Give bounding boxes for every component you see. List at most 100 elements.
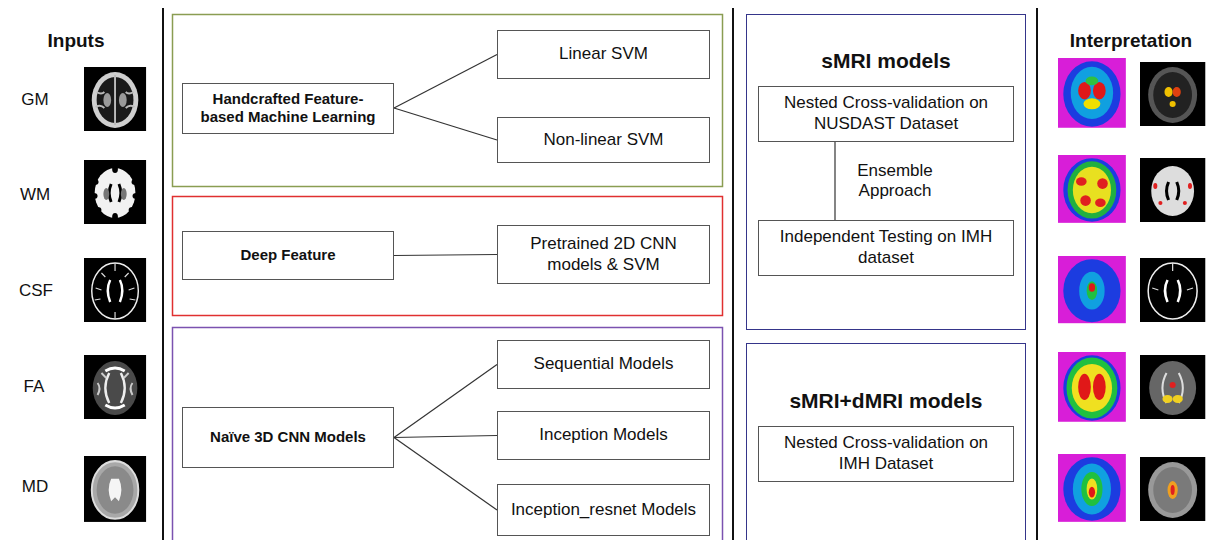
box-text: Non-linear SVM (544, 130, 664, 151)
overlay-image-part-part (1153, 183, 1157, 189)
csf-image-part (92, 263, 139, 319)
heatmap-image-part (1093, 374, 1106, 400)
heatmap-image-part (1079, 272, 1104, 310)
validation-box: Nested Cross-validation on NUSDAST Datas… (758, 86, 1014, 142)
modality-label: CSF (19, 281, 53, 301)
overlay-image-part-part (1158, 201, 1162, 205)
overlay-image-part (1153, 467, 1192, 513)
csf-image (84, 258, 146, 322)
method-box: Naïve 3D CNN Models (182, 407, 394, 468)
box-text: Sequential Models (534, 354, 674, 375)
group-panel-part (173, 15, 723, 187)
overlay-image-part (1140, 457, 1205, 521)
overlay-image-part (1165, 280, 1180, 302)
heatmap-image-part-part (1080, 195, 1091, 206)
overlay-image-part (1148, 462, 1197, 518)
validation-box: Independent Testing on IMH dataset (758, 220, 1014, 276)
wm-image-part-part (133, 193, 141, 199)
wm-image-part-part (129, 207, 137, 213)
overlay-image-part (1173, 87, 1181, 97)
md-image (84, 456, 146, 522)
heatmap-image-part (1058, 454, 1126, 522)
csf-image-part (108, 280, 123, 302)
gm-image-part (92, 72, 139, 128)
fa-image-part (105, 368, 124, 408)
method-box: Handcrafted Feature-based Machine Learni… (182, 83, 394, 134)
overlay-image-part (1162, 395, 1172, 403)
wm-image-part-part (90, 193, 98, 199)
heatmap-image-part (1063, 158, 1120, 222)
panel-title: sMRI models (747, 48, 1025, 74)
overlay-image-part (1148, 67, 1197, 123)
md-image-part (109, 479, 122, 502)
wm-image-part-part (91, 179, 99, 185)
heatmap-image (1058, 155, 1126, 223)
connector-line (394, 55, 497, 109)
box-text: Nested Cross-validation on NUSDAST Datas… (767, 93, 1005, 134)
md-image-part (92, 461, 139, 519)
csf-image-part (95, 263, 136, 319)
connector-line (394, 365, 497, 438)
overlay-image-part (1173, 395, 1183, 403)
model-box: Pretrained 2D CNN models & SVM (497, 225, 710, 284)
wm-image-part-part (112, 165, 118, 173)
heatmap-image-part-part (1095, 198, 1106, 206)
connector-line (394, 255, 497, 256)
edge-label: Ensemble Approach (845, 161, 945, 202)
model-box: Inception_resnet Models (497, 484, 710, 536)
md-image-part (97, 466, 134, 513)
heatmap-image-part (1066, 357, 1117, 418)
heatmap-image (1058, 58, 1126, 128)
model-box: Linear SVM (497, 30, 710, 79)
column-divider-part (162, 8, 164, 540)
overlay-image-part (1171, 485, 1175, 495)
gm-image-part (119, 93, 127, 107)
method-box: Deep Feature (182, 231, 394, 280)
heatmap-image (1058, 352, 1126, 422)
md-image-part (92, 461, 139, 519)
overlay-image-part (1168, 481, 1178, 499)
modality-label: MD (22, 477, 48, 497)
overlay-image-part (1162, 373, 1182, 403)
heatmap-image-part (1063, 259, 1120, 322)
heatmap-image-part (1058, 256, 1126, 323)
overlay-image-part (1140, 258, 1205, 322)
heatmap-image-part (1073, 464, 1111, 515)
wm-image (84, 160, 146, 224)
heatmap-image-part (1071, 67, 1113, 119)
box-text: Nested Cross-validation on IMH Dataset (767, 433, 1005, 474)
fa-image-part (93, 361, 138, 415)
heatmap-image-part (1058, 352, 1126, 422)
panel-title: sMRI+dMRI models (747, 388, 1025, 414)
box-text: Linear SVM (559, 44, 648, 65)
overlay-image-part (1170, 382, 1176, 388)
gm-image-part (103, 93, 111, 107)
box-text: Handcrafted Feature-based Machine Learni… (191, 90, 385, 127)
group-panel (173, 15, 723, 540)
overlay-image-part-part (1183, 201, 1187, 205)
wm-image-part (90, 165, 140, 221)
model-box: Sequential Models (497, 340, 710, 389)
heatmap-image-part (1076, 177, 1108, 207)
overlay-image (1140, 258, 1205, 322)
modality-label: GM (21, 90, 48, 110)
md-image-part (84, 456, 146, 522)
column-divider-part (732, 8, 734, 540)
heatmap-image-part (1081, 472, 1102, 506)
overlay-image (1140, 457, 1205, 521)
heatmap-image-part (1063, 61, 1120, 126)
overlay-image (1140, 62, 1205, 126)
heatmap-image-part (1063, 457, 1120, 521)
overlay-image-part (1153, 72, 1192, 118)
overlay-image-part (1140, 355, 1205, 419)
box-text: Inception_resnet Models (511, 500, 696, 521)
modality-label: WM (20, 185, 50, 205)
heatmap-image-part (1063, 355, 1120, 420)
wm-image-part (84, 160, 146, 224)
heatmap-image-part (1089, 283, 1095, 291)
overlay-image-part (1149, 361, 1196, 415)
heatmap-image-part (1087, 281, 1098, 300)
heatmap-image-part (1083, 98, 1100, 109)
wm-image-part (95, 168, 136, 218)
box-text: Independent Testing on IMH dataset (767, 227, 1005, 268)
